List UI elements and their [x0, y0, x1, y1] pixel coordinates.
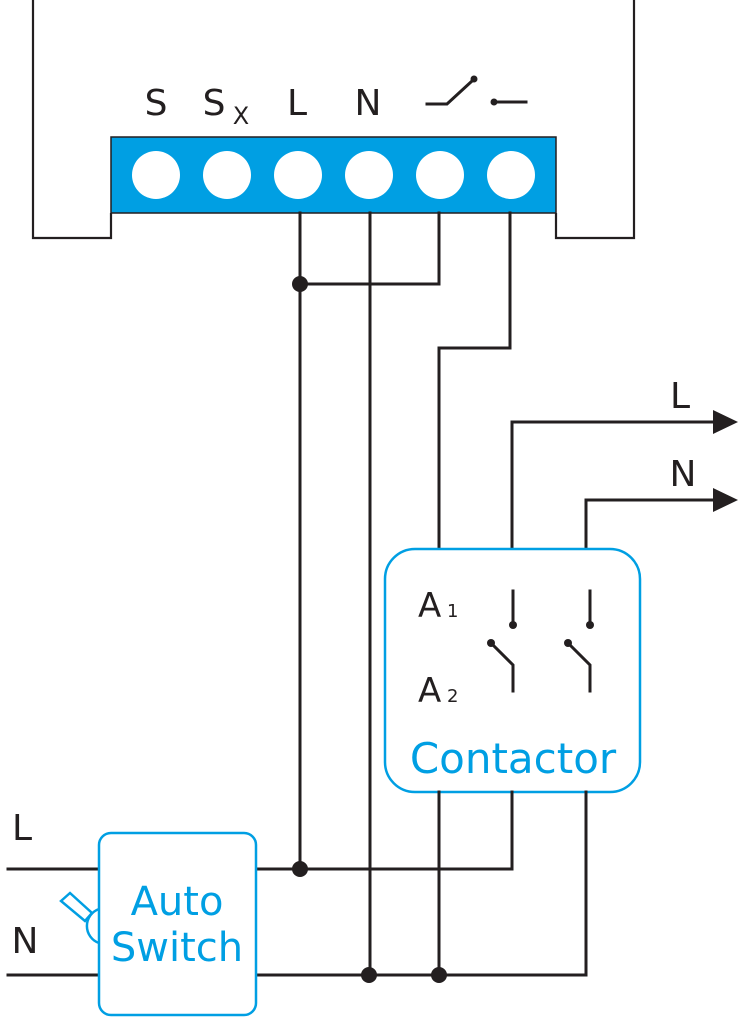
output-n-arrow-icon: [713, 488, 738, 512]
output-l-label: L: [670, 376, 690, 417]
junction-dot: [361, 967, 377, 983]
terminal-label-n: N: [355, 83, 382, 124]
terminal-label-sx: S: [203, 83, 226, 124]
terminal-screw-s[interactable]: [132, 151, 180, 199]
wire-output-l: [510, 420, 720, 551]
input-n-label: N: [12, 921, 39, 962]
terminal-screw-n[interactable]: [345, 151, 393, 199]
wire-device-com: [437, 211, 512, 551]
contactor-title: Contactor: [410, 734, 617, 783]
contactor-a2-subscript: 2: [447, 686, 458, 707]
junction-dot: [292, 861, 308, 877]
auto-switch-box: [97, 831, 258, 1017]
junction-dot: [431, 967, 447, 983]
wire-contactor-l-in: [254, 790, 514, 871]
contactor-a2-label: A: [418, 671, 441, 711]
input-l-label: L: [12, 808, 32, 849]
wire-device-no: [298, 211, 441, 286]
relay-open-contact-icon: [425, 75, 478, 106]
terminal-label-sx-subscript: X: [233, 102, 249, 130]
junction-dot: [292, 276, 308, 292]
terminal-label-l: L: [287, 83, 307, 124]
relay-common-contact-icon: [490, 98, 528, 106]
auto-switch-label-line1: Auto: [131, 879, 224, 925]
device-outline-right: [554, 0, 636, 240]
terminal-screws: [132, 151, 535, 199]
contactor-switch-2-icon: [564, 589, 594, 693]
terminal-block: [110, 136, 557, 214]
terminal-screw-l[interactable]: [274, 151, 322, 199]
contactor-switch-1-icon: [487, 589, 517, 693]
contactor-a1-subscript: 1: [447, 601, 458, 622]
wire-contactor-n-in: [254, 790, 588, 977]
contactor-a1-label: A: [418, 586, 441, 626]
device-outline-left: [31, 0, 113, 240]
terminal-screw-sx[interactable]: [203, 151, 251, 199]
terminal-screw-com[interactable]: [487, 151, 535, 199]
auto-switch-lever-icon[interactable]: [59, 891, 100, 945]
terminal-screw-no[interactable]: [416, 151, 464, 199]
terminal-label-s: S: [145, 83, 168, 124]
wire-output-n: [584, 498, 720, 551]
output-l-arrow-icon: [713, 410, 738, 434]
output-n-label: N: [670, 454, 697, 495]
auto-switch-label-line2: Switch: [111, 925, 243, 971]
